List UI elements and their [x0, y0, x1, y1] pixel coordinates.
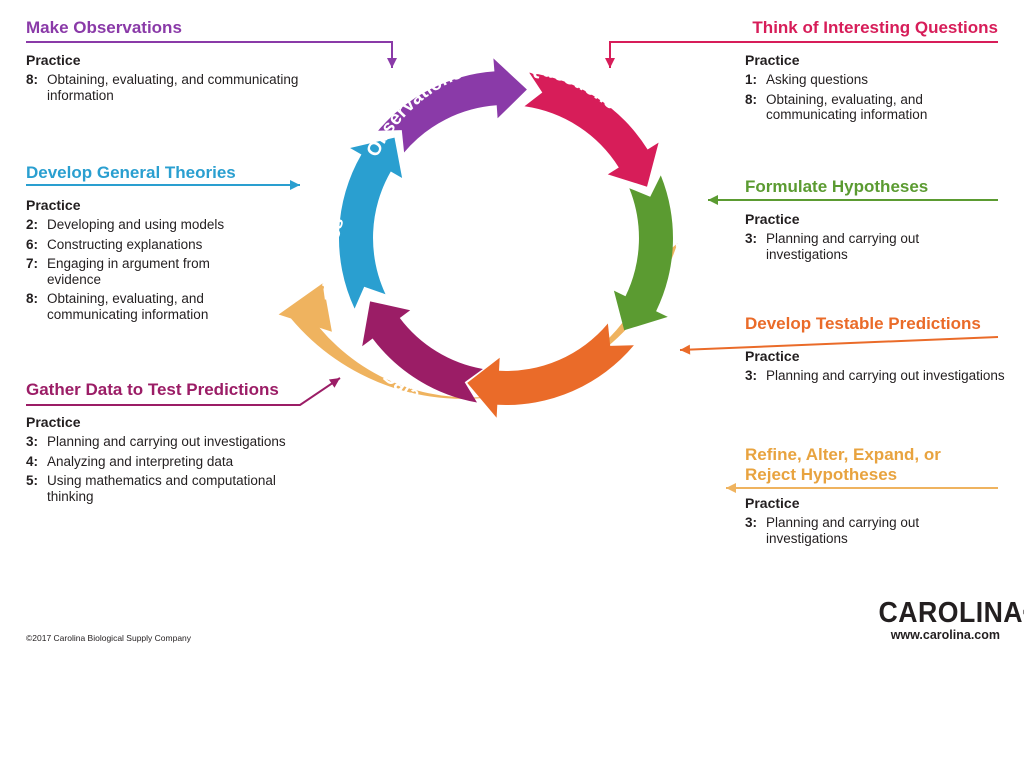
practice-number: 3: [745, 368, 758, 383]
practice-text: Planning and carrying out investigations [766, 231, 920, 262]
panel-testable-predictions: Develop Testable Predictions Practice 3:… [745, 314, 1005, 388]
practice-text: Planning and carrying out investigations [766, 368, 1005, 383]
practice-label: Practice [745, 52, 800, 68]
practice-item: 2: Developing and using models [26, 217, 266, 233]
cycle-label-refine: Refine Hypotheses [413, 557, 582, 607]
testable-predictions-arrowhead [680, 344, 691, 355]
practice-label: Practice [26, 414, 81, 430]
panel-title: Develop General Theories [26, 163, 236, 182]
panel-make-observations: Make Observations Practice 8: Obtaining, … [26, 18, 346, 107]
panel-gather-data: Gather Data to Test Predictions Practice… [26, 380, 296, 508]
theories-arrow [338, 137, 403, 309]
panel-formulate-hypotheses: Formulate Hypotheses Practice 3: Planning… [745, 177, 1000, 266]
practice-item: 4: Analyzing and interpreting data [26, 454, 296, 470]
copyright-text: ©2017 Carolina Biological Supply Company [26, 633, 192, 643]
practice-item: 8: Obtaining, evaluating, and communicati… [26, 72, 346, 103]
practice-item: 3: Planning and carrying out investigatio… [745, 231, 1000, 262]
panel-title: Refine, Alter, Expand, or Reject Hypothe… [745, 445, 941, 484]
practice-item: 8: Obtaining, evaluating, and communicati… [745, 92, 998, 123]
practice-number: 8: [26, 72, 39, 87]
panel-develop-theories: Develop General Theories Practice 2: Deve… [26, 163, 266, 326]
practice-list: 3: Planning and carrying out investigatio… [745, 231, 1000, 262]
questions-arrow [524, 72, 659, 187]
practice-text: Asking questions [766, 72, 869, 87]
panel-title: Develop Testable Predictions [745, 314, 981, 333]
practice-number: 2: [26, 217, 39, 232]
practice-text: Using mathematics and computational thin… [47, 473, 276, 504]
practice-text: Obtaining, evaluating, and communicating… [766, 91, 928, 123]
practice-number: 4: [26, 453, 39, 469]
hypotheses-arrow [613, 175, 673, 331]
practice-number: 1: [745, 72, 758, 87]
data-arrow [362, 301, 483, 403]
practice-text: Planning and carrying out investigations [766, 515, 920, 546]
practice-list: 8: Obtaining, evaluating, and communicati… [26, 72, 346, 103]
practice-number: 8: [26, 291, 39, 306]
practice-item: 3: Planning and carrying out investigatio… [745, 368, 1005, 384]
practice-number: 6: [26, 236, 39, 252]
practice-item: 5: Using mathematics and computational th… [26, 473, 296, 504]
brand-name: CAROLINA [878, 597, 1024, 629]
practice-number: 3: [745, 231, 758, 246]
testable-predictions-connector [679, 336, 999, 351]
practice-item: 6: Constructing explanations [26, 237, 266, 253]
practice-number: 8: [745, 91, 758, 107]
practice-list: 3: Planning and carrying out investigatio… [26, 434, 296, 504]
formulate-hypotheses-arrowhead [708, 195, 718, 205]
make-observations-arrowhead [387, 58, 397, 68]
cycle-ring [278, 58, 678, 418]
practice-number: 5: [26, 473, 39, 488]
practice-list: 1: Asking questions 8: Obtaining, evaluatin… [745, 72, 998, 123]
gather-data-connector [26, 377, 341, 406]
observations-arrow [378, 58, 527, 153]
connector-lines [26, 41, 999, 493]
practice-text: Obtaining, evaluating, and communicating… [47, 72, 299, 103]
practice-text: Engaging in argument from evidence [47, 256, 210, 287]
carolina-logo: CAROLINA® www.carolina.com [868, 598, 1024, 642]
practice-item: 1: Asking questions [745, 72, 998, 88]
practice-item: 3: Planning and carrying out investigatio… [745, 515, 975, 546]
panel-refine-hypotheses: Refine, Alter, Expand, or Reject Hypothe… [745, 445, 975, 550]
panel-title: Formulate Hypotheses [745, 177, 929, 196]
practice-number: 3: [26, 434, 39, 449]
practice-text: Analyzing and interpreting data [47, 453, 234, 469]
practice-label: Practice [745, 348, 800, 364]
predictions-arrow [467, 323, 634, 418]
panel-title: Gather Data to Test Predictions [26, 380, 279, 399]
practice-label: Practice [26, 52, 81, 68]
practice-text: Planning and carrying out investigations [47, 434, 286, 449]
practice-item: 3: Planning and carrying out investigatio… [26, 434, 296, 450]
practice-list: 3: Planning and carrying out investigatio… [745, 515, 975, 546]
brand-url: www.carolina.com [890, 628, 1000, 642]
panel-title: Think of Interesting Questions [752, 18, 998, 37]
panel-think-questions: Think of Interesting Questions Practice … [700, 18, 998, 127]
practice-item: 8: Obtaining, evaluating, and communicati… [26, 291, 266, 322]
practice-text: Developing and using models [47, 217, 225, 232]
gather-data-arrowhead [328, 378, 340, 388]
practice-label: Practice [745, 495, 800, 511]
think-questions-arrowhead [605, 58, 615, 68]
practice-number: 3: [745, 515, 758, 530]
practice-item: 7: Engaging in argument from evidence [26, 256, 266, 287]
practice-number: 7: [26, 256, 39, 271]
panel-title: Make Observations [26, 18, 182, 37]
practice-label: Practice [745, 211, 800, 227]
practice-text: Obtaining, evaluating, and communicating… [47, 291, 209, 322]
practice-text: Constructing explanations [47, 236, 203, 252]
refine-hypotheses-arrowhead [726, 483, 736, 493]
practice-list: 3: Planning and carrying out investigatio… [745, 368, 1005, 384]
practice-label: Practice [26, 197, 81, 213]
practice-list: 2: Developing and using models 6: Construct… [26, 217, 266, 322]
develop-theories-arrowhead [290, 180, 300, 190]
